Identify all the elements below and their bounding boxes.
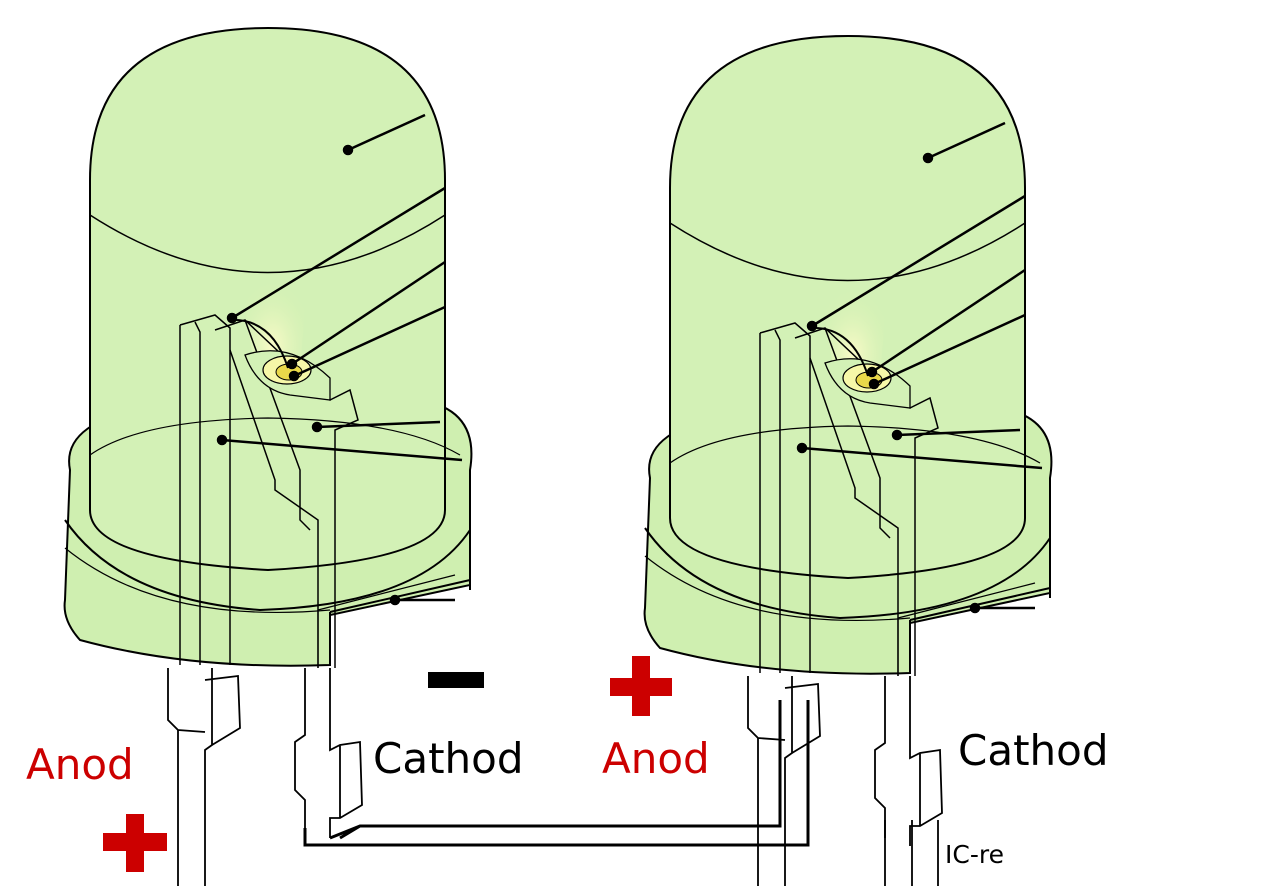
ic-note-label: IC-re: [945, 840, 1004, 869]
plus-sign-icon: [103, 814, 167, 872]
left-anode-label: Anod: [26, 740, 134, 789]
right-anode-label: Anod: [602, 734, 710, 783]
minus-sign-icon: [428, 672, 484, 688]
left-cathode-label: Cathod: [373, 734, 524, 783]
right-cathode-label: Cathod: [958, 726, 1109, 775]
series-connection-wire: [303, 700, 810, 847]
plus-sign-icon: [610, 656, 672, 716]
